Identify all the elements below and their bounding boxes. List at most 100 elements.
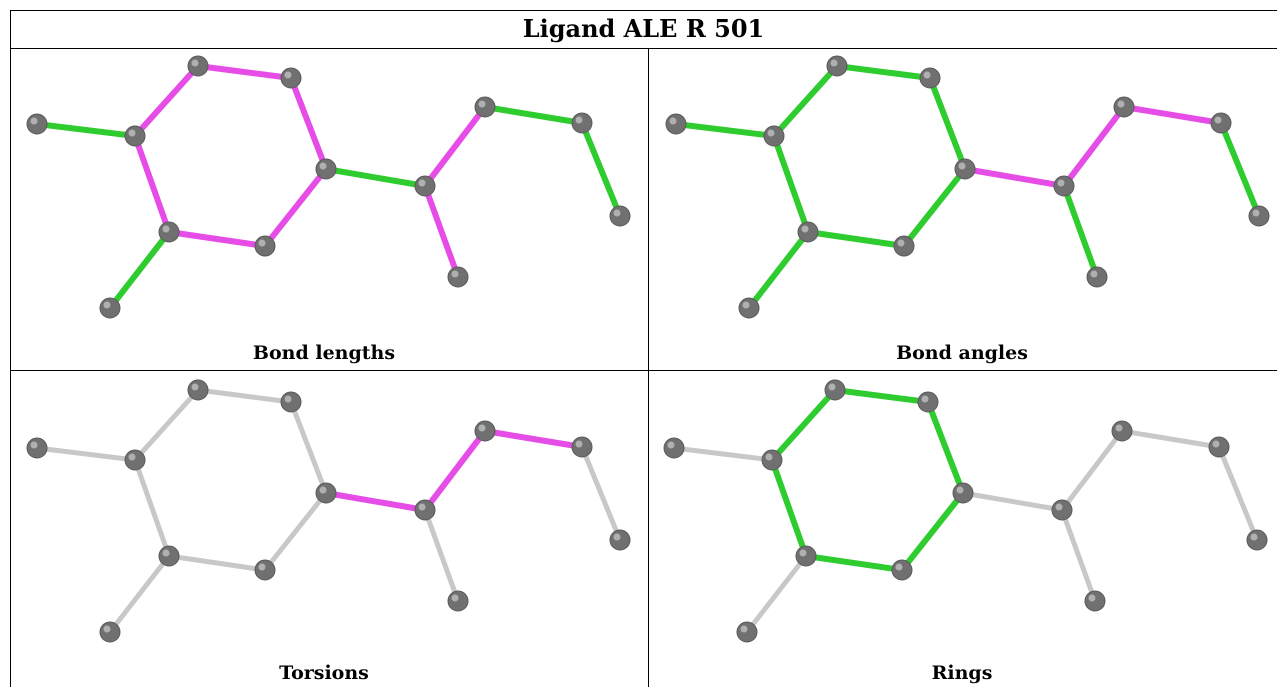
atom-highlight: [284, 395, 292, 403]
caption-rings: Rings: [931, 662, 993, 684]
caption-torsions: Torsions: [279, 662, 369, 684]
atom-highlight: [921, 395, 929, 403]
bond-e4-green: [482, 104, 585, 126]
bond-r2-magenta: [288, 75, 329, 172]
bond-r2-green: [927, 75, 968, 172]
atom-a7: [797, 221, 819, 243]
bond-e6-grey: [1216, 444, 1260, 543]
caption-bond-angles: Bond angles: [896, 342, 1028, 364]
atom-a1: [663, 437, 685, 459]
atom-highlight: [956, 486, 964, 494]
atom-a11: [571, 436, 593, 458]
bond-b1-magenta: [422, 183, 461, 280]
atom-a12: [1248, 205, 1270, 227]
atom-highlight: [418, 503, 426, 511]
bond-b0-grey: [1059, 428, 1125, 513]
atom-highlight: [191, 59, 199, 67]
bond-b1-grey: [1059, 507, 1098, 604]
bond-b0-magenta: [422, 428, 488, 513]
bond-r5-green: [771, 133, 811, 235]
atom-highlight: [30, 441, 38, 449]
bond-r2-green: [925, 399, 966, 496]
bond-e2-green: [107, 229, 172, 311]
atom-highlight: [895, 563, 903, 571]
atom-highlight: [1088, 594, 1096, 602]
atom-highlight: [319, 486, 327, 494]
atom-highlight: [1212, 440, 1220, 448]
atom-highlight: [958, 162, 966, 170]
bond-e0-grey: [34, 445, 138, 463]
bond-e6-green: [579, 120, 623, 219]
atom-a2: [124, 449, 146, 471]
atom-a6: [254, 235, 276, 257]
table-border-top: [10, 10, 1277, 11]
atom-a13: [447, 266, 469, 288]
atom-highlight: [613, 533, 621, 541]
atom-highlight: [1055, 503, 1063, 511]
bond-r5-magenta: [132, 133, 172, 235]
atom-highlight: [742, 301, 750, 309]
bond-r2-grey: [288, 399, 329, 496]
bond-e4-magenta: [1121, 104, 1224, 126]
bond-r3-green: [901, 166, 968, 249]
atom-a13: [1084, 590, 1106, 612]
atom-highlight: [1250, 533, 1258, 541]
atom-a3: [187, 379, 209, 401]
bond-e6-grey: [579, 444, 623, 543]
bond-b1-grey: [422, 507, 461, 604]
bond-r5-grey: [132, 457, 172, 559]
atom-a5: [315, 482, 337, 504]
bond-r4-magenta: [166, 229, 268, 249]
atom-highlight: [740, 625, 748, 633]
atom-a8: [99, 297, 121, 319]
atom-highlight: [767, 129, 775, 137]
atom-highlight: [162, 225, 170, 233]
atom-highlight: [897, 239, 905, 247]
atom-highlight: [923, 71, 931, 79]
atom-highlight: [319, 162, 327, 170]
panel-torsions-molecule: [26, 379, 631, 643]
atom-a4: [280, 391, 302, 413]
atom-highlight: [128, 129, 136, 137]
atom-highlight: [30, 117, 38, 125]
caption-bond-lengths: Bond lengths: [252, 342, 396, 364]
bond-e1-green: [323, 166, 428, 189]
atom-a11: [1208, 436, 1230, 458]
column-divider: [648, 48, 649, 687]
bond-e2-grey: [107, 553, 172, 635]
atom-highlight: [1117, 100, 1125, 108]
header-divider: [10, 48, 1277, 49]
bond-r0-magenta: [132, 63, 201, 139]
atom-a12: [609, 529, 631, 551]
table-border-left: [10, 10, 11, 687]
atom-highlight: [799, 549, 807, 557]
bond-r1-green: [832, 387, 931, 405]
bond-e4-magenta: [482, 428, 585, 450]
panel-rings-molecule: [663, 379, 1268, 643]
bond-b1-green: [1061, 183, 1100, 280]
atom-a2: [761, 449, 783, 471]
atom-highlight: [1090, 270, 1098, 278]
atom-a4: [280, 67, 302, 89]
atom-highlight: [613, 209, 621, 217]
atom-a1: [665, 113, 687, 135]
bond-e6-green: [1218, 120, 1262, 219]
atom-highlight: [1115, 424, 1123, 432]
atom-highlight: [478, 424, 486, 432]
atom-highlight: [1252, 209, 1260, 217]
bond-b0-magenta: [422, 104, 488, 189]
atom-a6: [254, 559, 276, 581]
bond-e0-grey: [671, 445, 775, 463]
atom-a7: [158, 221, 180, 243]
atom-highlight: [418, 179, 426, 187]
bond-r0-green: [771, 63, 840, 139]
bond-r1-green: [834, 63, 933, 81]
bond-b0-magenta: [1061, 104, 1127, 189]
atom-a10: [1111, 420, 1133, 442]
atom-a10: [474, 96, 496, 118]
panel-bond-lengths-molecule: [26, 55, 631, 319]
atom-a5: [315, 158, 337, 180]
bond-e2-grey: [744, 553, 809, 635]
atom-highlight: [575, 116, 583, 124]
bond-e0-green: [673, 121, 777, 139]
